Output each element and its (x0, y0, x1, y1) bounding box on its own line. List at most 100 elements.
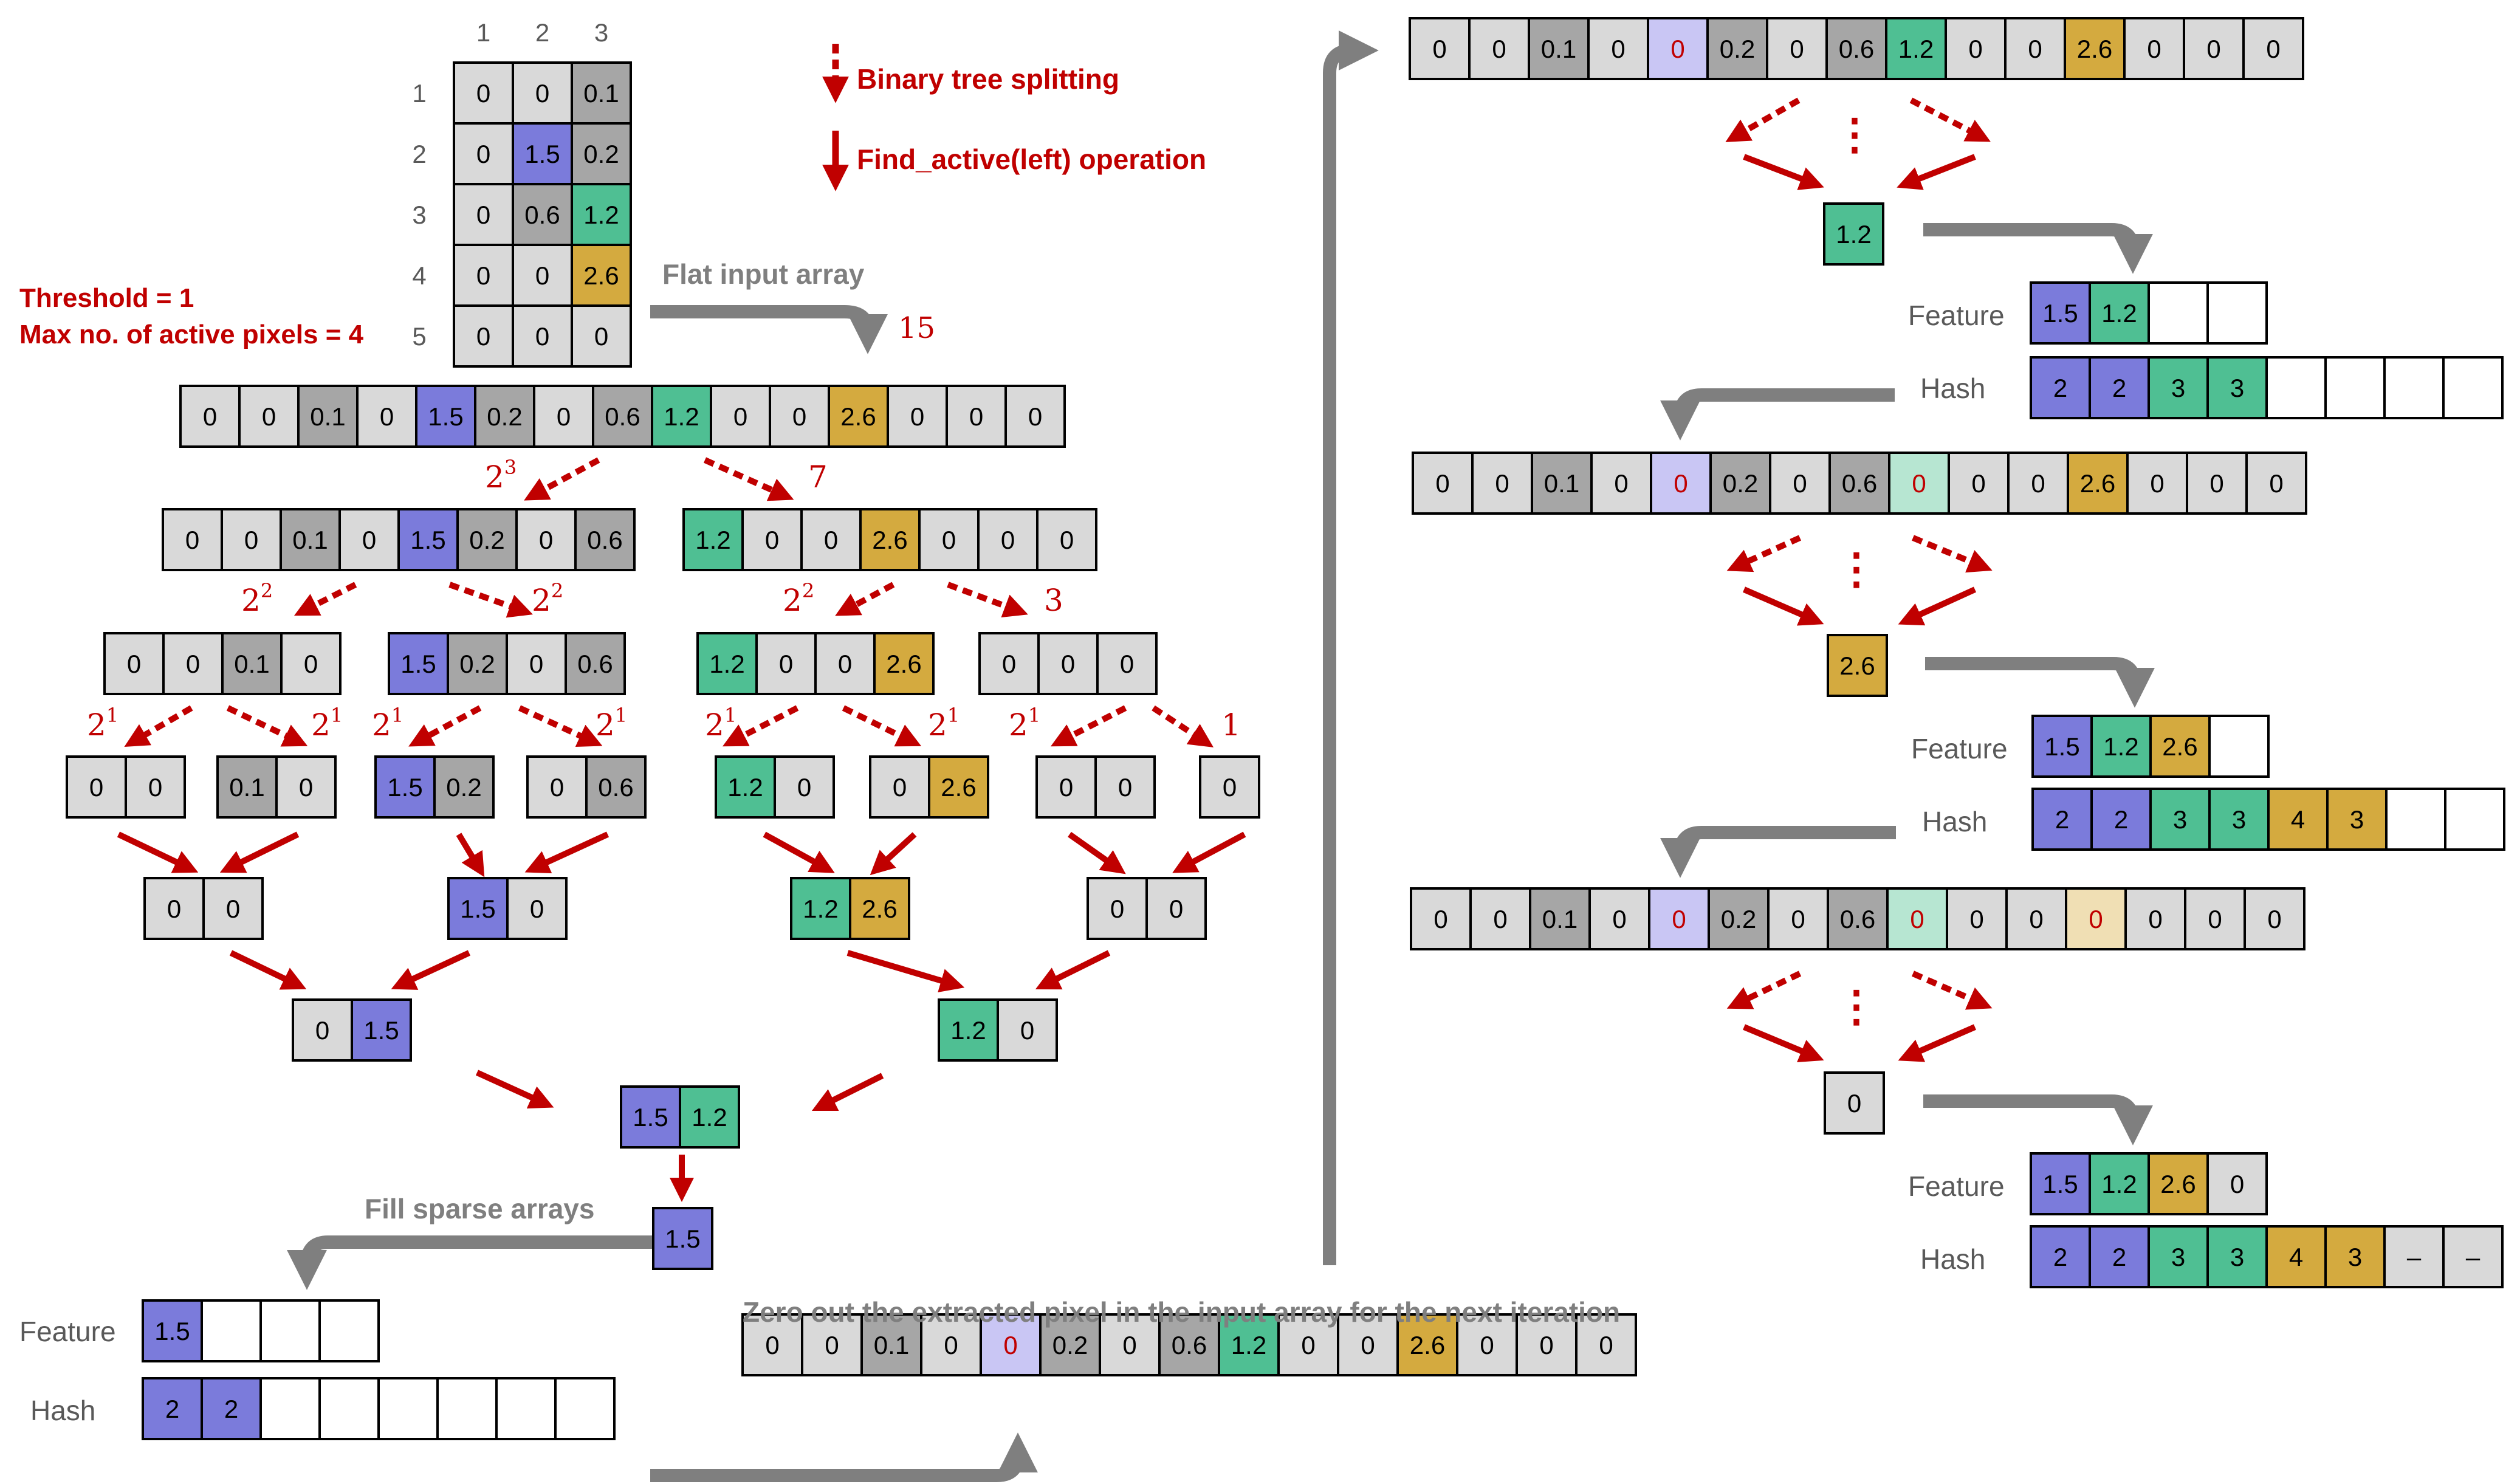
cell-value: 0 (148, 773, 162, 802)
grid-cell-value: 0 (594, 322, 608, 351)
cell (585, 755, 647, 819)
split-arrow (1911, 970, 1993, 1010)
cell (869, 755, 930, 819)
cell (2004, 17, 2066, 80)
cell-value: 0 (2230, 1170, 2244, 1198)
cell (2324, 1225, 2386, 1288)
max-active-label: Max no. of active pixels = 4 (19, 320, 364, 349)
cell (554, 1377, 616, 1440)
array-l3-h: 0 (1199, 755, 1260, 819)
cell-value: 3 (2171, 374, 2185, 402)
threshold-label: Threshold = 1 (19, 283, 194, 313)
cell-value: 2.6 (1839, 651, 1875, 680)
find-active-arrow (1172, 831, 1246, 873)
cell (1468, 17, 1530, 80)
find-active-arrow (763, 831, 835, 873)
cell (2031, 788, 2093, 851)
cell-value: 0 (2150, 469, 2164, 498)
cell-value: 0 (1003, 1331, 1017, 1359)
cell (275, 755, 337, 819)
cell (1528, 17, 1590, 80)
flat-input-arrow (650, 305, 888, 354)
cell-value: 0 (1910, 905, 1924, 933)
cell (143, 877, 205, 940)
cell-value: 0.2 (446, 773, 481, 802)
cell-value: 0 (185, 526, 199, 554)
cell-value: 0 (1612, 905, 1626, 933)
legend: Binary tree splitting Find_active(left) … (822, 44, 1206, 191)
cell-value: 0 (550, 773, 564, 802)
cell-value: 0 (262, 402, 276, 431)
split-label: 21 (87, 704, 118, 743)
cell-value: 0.1 (1541, 35, 1576, 63)
cell-value: 0 (362, 526, 376, 554)
cell (2206, 1225, 2268, 1288)
cell (1650, 452, 1712, 515)
cell-value: 2 (224, 1395, 238, 1423)
split-arrow (408, 705, 482, 747)
cell (436, 1377, 498, 1440)
cell-value: 0 (203, 402, 217, 431)
grid-cell-value: 0 (535, 322, 549, 351)
cell-value: 0 (1493, 905, 1507, 933)
cell-value: 0 (315, 1016, 329, 1045)
cell (2090, 788, 2152, 851)
cell (1575, 1313, 1637, 1376)
find-active-arrow (117, 831, 199, 873)
fill-sparse-arrow (287, 1235, 671, 1290)
grid-cell-value: 0.2 (583, 140, 619, 168)
cell-value: 3 (2230, 1243, 2244, 1271)
cell-value: 1.2 (1898, 35, 1934, 63)
cell (651, 385, 712, 448)
cell (873, 632, 935, 695)
cell-value: 2.6 (2080, 469, 2115, 498)
feature-label-4: Feature (1908, 1170, 2005, 1202)
cell (2183, 17, 2245, 80)
cell (318, 1299, 380, 1362)
cell-value: 2.6 (941, 773, 976, 802)
hash-label-4: Hash (1920, 1243, 1985, 1275)
split-arrow (124, 705, 193, 747)
array-result4: 0 (1824, 1071, 1885, 1135)
cell-value: 2 (2114, 805, 2128, 834)
cell (280, 632, 342, 695)
cell-value: 0 (1361, 1331, 1375, 1359)
split-arrow (1152, 705, 1214, 747)
grid-cell-value: 0.6 (524, 201, 560, 229)
cell-value: 4 (2289, 1243, 2303, 1271)
cell (2089, 356, 2150, 419)
cell (828, 385, 889, 448)
cell-value: 0 (1433, 905, 1447, 933)
cell (1888, 452, 1950, 515)
cell-value: 3 (2350, 805, 2364, 834)
cell-value: 0 (557, 402, 571, 431)
cell-value: 0 (1480, 1331, 1494, 1359)
cell (280, 508, 341, 571)
cell-value: 0 (944, 1331, 958, 1359)
cell-value: 1.2 (695, 526, 730, 554)
cell (377, 1377, 439, 1440)
cell-value: 0 (2269, 469, 2283, 498)
cell-value: 3 (2348, 1243, 2362, 1271)
cell-value: 0 (1790, 35, 1804, 63)
cell-value: 1.2 (692, 1103, 727, 1132)
cell (1948, 452, 2010, 515)
cell-value: 0 (1968, 35, 1982, 63)
cell (2124, 887, 2186, 950)
cell-value: 0.6 (1840, 905, 1875, 933)
split-label: 1 (1221, 707, 1241, 743)
split-label: 23 (485, 456, 517, 495)
cell-value: 0 (529, 650, 543, 678)
cell (2030, 356, 2091, 419)
cell-value: 0 (2266, 35, 2280, 63)
find-active-arrow (229, 950, 307, 990)
grid-cell (571, 61, 632, 125)
cell (1277, 1313, 1339, 1376)
cell-value: 0 (1492, 35, 1506, 63)
